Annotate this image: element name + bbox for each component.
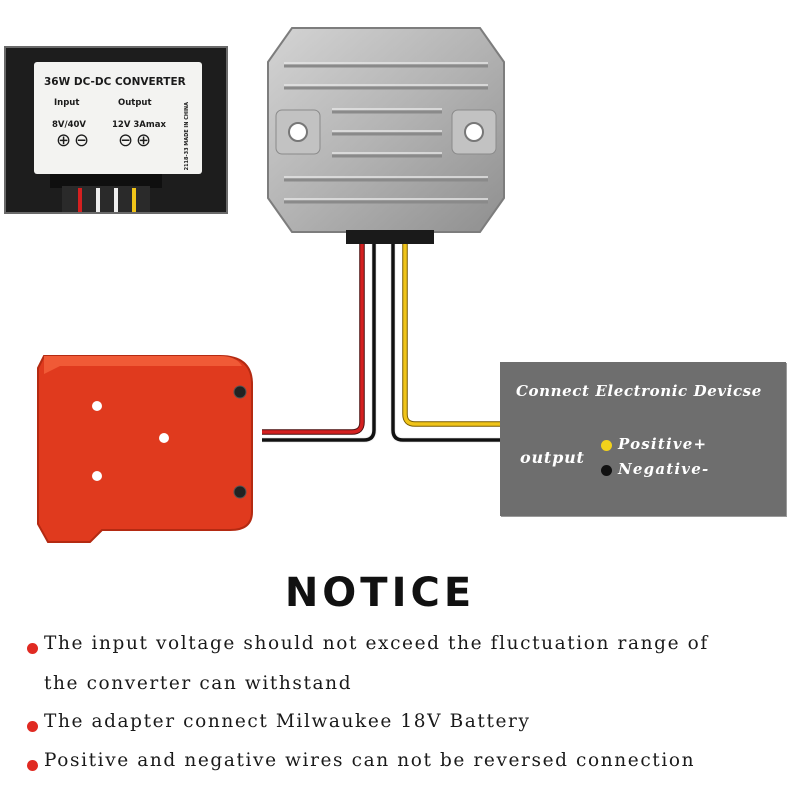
converter-input-heading: Input [54, 98, 80, 108]
converter-output-heading: Output [118, 98, 152, 108]
input-plus-icon: ⊕ [56, 130, 72, 151]
bullet-dot-icon [27, 643, 38, 654]
converter-label-closeup: 36W DC-DC CONVERTER Input Output 8V/40V … [4, 46, 228, 214]
panel-positive-label: Positive+ [618, 435, 708, 453]
notice-line-3: The adapter connect Milwaukee 18V Batter… [44, 711, 531, 732]
panel-output-label: output [520, 448, 585, 467]
adapter-hole-1 [92, 401, 102, 411]
converter-label-sticker: 36W DC-DC CONVERTER Input Output 8V/40V … [34, 62, 202, 174]
label-photo-cables [50, 174, 162, 212]
converter-side-text: 2118-33 MADE IN CHINA [184, 102, 190, 171]
milwaukee-battery-adapter [37, 355, 253, 543]
output-negative-wire-black [390, 238, 500, 443]
input-positive-wire-red [262, 238, 365, 435]
mounting-hole-right [464, 122, 484, 142]
dc-dc-converter-housing [267, 27, 505, 244]
adapter-hole-2 [159, 433, 169, 443]
converter-output-rating: 12V 3Amax [112, 120, 166, 130]
converter-input-range: 8V/40V [52, 120, 87, 130]
connect-device-panel: Connect Electronic Devicse output Positi… [500, 362, 786, 516]
bullet-dot-icon [27, 760, 38, 771]
input-minus-icon: ⊖ [74, 130, 90, 151]
bullet-dot-icon [27, 721, 38, 732]
adapter-screw-top [233, 385, 247, 399]
output-positive-wire-yellow [402, 238, 500, 427]
notice-line-1: The input voltage should not exceed the … [44, 633, 709, 654]
notice-line-2: the converter can withstand [44, 673, 353, 694]
adapter-hole-3 [92, 471, 102, 481]
mounting-hole-left [288, 122, 308, 142]
notice-heading: NOTICE [284, 570, 476, 616]
converter-label-title: 36W DC-DC CONVERTER [44, 76, 186, 88]
panel-title: Connect Electronic Devicse [516, 382, 762, 400]
panel-negative-label: Negative- [618, 460, 710, 478]
output-minus-icon: ⊖ [118, 130, 134, 151]
notice-line-4: Positive and negative wires can not be r… [44, 750, 696, 771]
adapter-screw-bottom [233, 485, 247, 499]
output-plus-icon: ⊕ [136, 130, 152, 151]
input-negative-wire-black [262, 238, 377, 443]
negative-dot-icon [601, 465, 612, 476]
positive-dot-icon [601, 440, 612, 451]
